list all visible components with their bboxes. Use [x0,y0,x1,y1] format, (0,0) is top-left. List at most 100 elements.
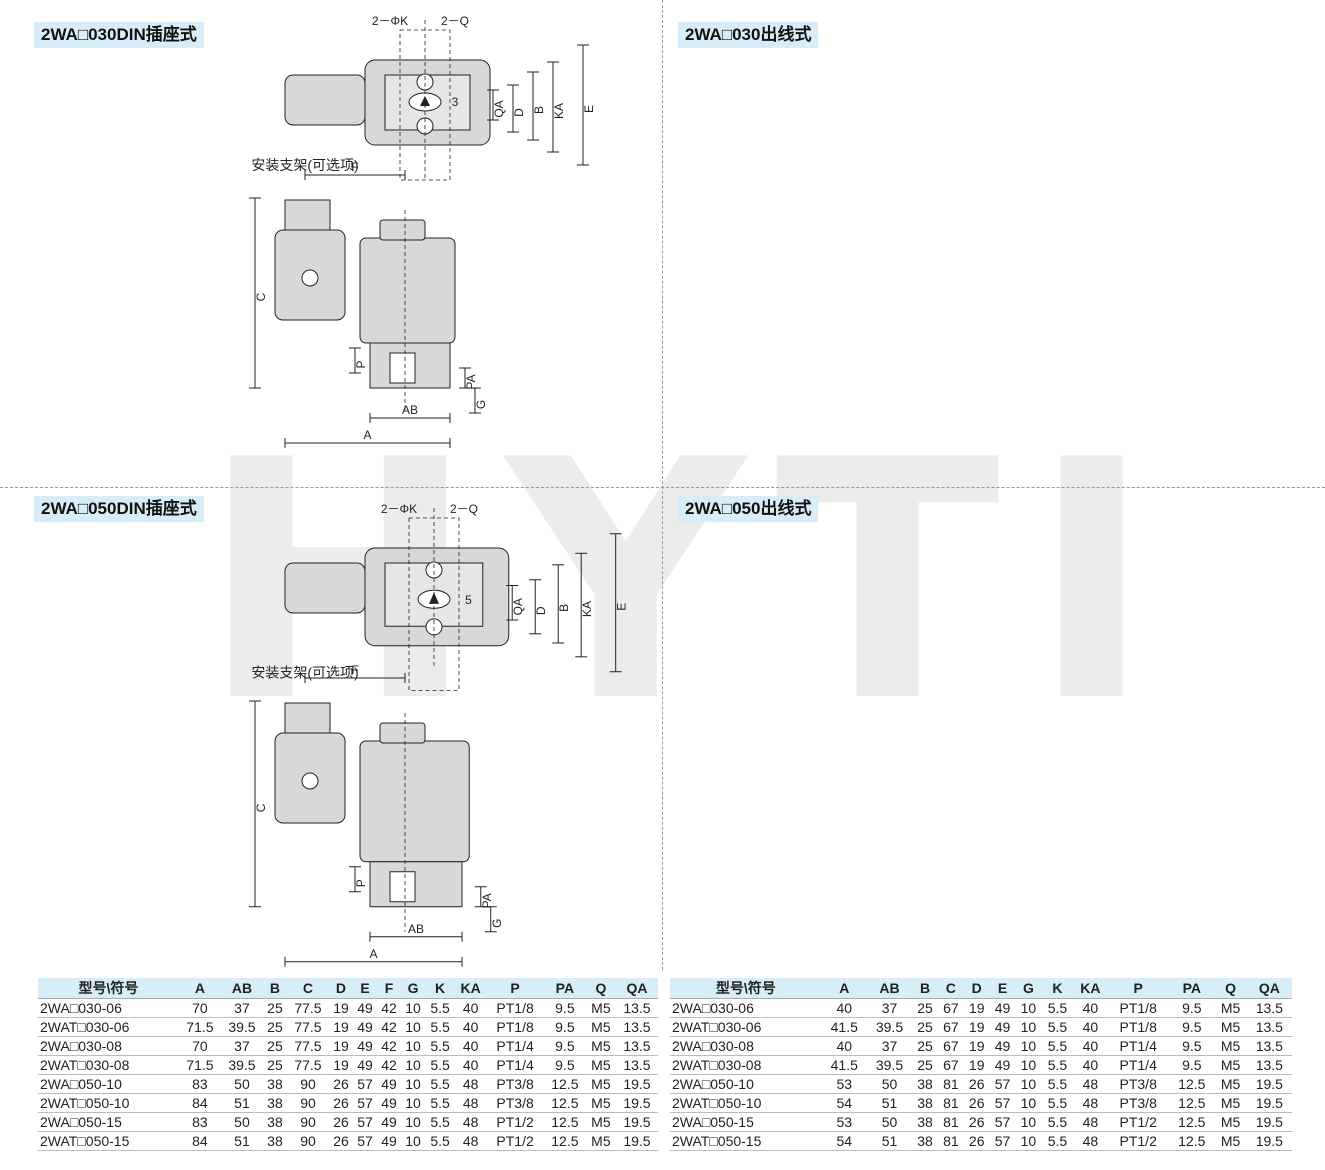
table-cell: 50 [220,1074,263,1094]
table-cell: 39.5 [220,1055,263,1075]
table-cell: 10 [1015,998,1042,1018]
column-header: P [1107,978,1170,999]
table-cell: 50 [220,1112,263,1132]
table-cell: 13.5 [615,1055,658,1075]
table-cell: 51 [866,1131,913,1151]
table-cell: 25 [262,1036,287,1056]
table-cell: 26 [963,1093,990,1113]
table-cell: 2WAT□030-08 [38,1055,179,1075]
table-cell: 40 [455,1055,487,1075]
table-cell: 5.5 [1041,1036,1074,1056]
table-cell: 26 [328,1093,353,1113]
table-cell: 19 [328,1036,353,1056]
table-cell: 25 [262,998,287,1018]
table-cell: 57 [989,1131,1016,1151]
table-cell: 10 [401,1017,426,1037]
table-cell: 12.5 [543,1112,586,1132]
table-cell: 2WAT□050-15 [38,1131,179,1151]
dim-label-k: 2－ΦK [372,14,408,28]
table-cell: 2WA□030-08 [38,1036,179,1056]
dim-label-q: 2－Q [450,502,478,516]
table-cell: 38 [912,1131,938,1151]
column-header: A [178,978,221,999]
table-cell: 19 [328,1017,353,1037]
table-cell: 26 [328,1131,353,1151]
dim-c: C [254,803,268,812]
column-header: QA [1246,978,1292,999]
table-cell: 49 [377,1112,402,1132]
table-cell: 81 [937,1131,964,1151]
drawing-panel-4: 2WA□050出线式52－ΦK2－QQADBKAE安装支架(可选项)CPPAGA… [663,488,1325,975]
table-cell: PT3/8 [486,1093,544,1113]
table-cell: 38 [912,1112,938,1132]
dim-ab: AB [408,922,424,936]
dim-label-q: 2－Q [441,14,469,28]
table-cell: 51 [220,1093,263,1113]
table-cell: 9.5 [1169,1036,1215,1056]
table-cell: 90 [286,1074,329,1094]
column-header: F [377,978,402,999]
table-cell: 25 [912,1055,938,1075]
table-cell: 49 [989,998,1016,1018]
table-cell: 40 [455,1017,487,1037]
table-cell: 53 [821,1112,867,1132]
table-cell: PT3/8 [486,1074,544,1094]
column-header: PA [543,978,586,999]
table-cell: 10 [1015,1093,1042,1113]
horizontal-divider [0,487,1325,488]
table-cell: 42 [377,998,402,1018]
column-header: 型号\符号 [38,978,179,999]
table-cell: 71.5 [178,1017,221,1037]
table-cell: 12.5 [543,1074,586,1094]
table-cell: 49 [353,1036,378,1056]
column-header: K [1041,978,1074,999]
table-cell: 40 [1073,1036,1108,1056]
table-cell: 57 [353,1112,378,1132]
table-cell: 81 [937,1074,964,1094]
table-cell: 5.5 [1041,1074,1074,1094]
table-cell: 70 [178,998,221,1018]
dim-f: F [351,663,358,677]
dim-KA: KA [552,103,566,119]
table-cell: 57 [989,1112,1016,1132]
table-cell: 2WA□030-06 [38,998,179,1018]
table-cell: 51 [866,1093,913,1113]
solenoid-coil [359,237,456,344]
table-cell: 5.5 [425,1131,456,1151]
table-cell: 71.5 [178,1055,221,1075]
column-header: Q [1214,978,1247,999]
table-cell: 48 [455,1074,487,1094]
table-cell: 40 [1073,998,1108,1018]
table-cell: M5 [1214,1074,1247,1094]
table-cell: M5 [585,1112,616,1132]
table-cell: 70 [178,1036,221,1056]
table-cell: 5.5 [425,998,456,1018]
table-cell: 5.5 [425,1055,456,1075]
column-header: D [963,978,990,999]
table-cell: PT1/2 [1107,1112,1170,1132]
table-cell: 5.5 [425,1093,456,1113]
table-cell: 67 [937,1055,964,1075]
table-cell: 57 [353,1131,378,1151]
table-cell: 26 [963,1112,990,1132]
table-cell: 9.5 [543,1055,586,1075]
dim-D: D [534,606,548,615]
table-cell: 12.5 [543,1131,586,1151]
table-cell: 2WAT□050-15 [670,1131,822,1151]
table-cell: 37 [866,1036,913,1056]
dim-B: B [532,106,546,114]
table-cell: 10 [1015,1017,1042,1037]
table-cell: 13.5 [1246,1055,1292,1075]
table-cell: 5.5 [1041,998,1074,1018]
column-header: K [425,978,456,999]
dim-a: A [369,947,377,961]
table-cell: 49 [377,1131,402,1151]
table-cell: 2WAT□030-08 [670,1055,822,1075]
table-cell: 57 [353,1074,378,1094]
table-cell: 49 [377,1093,402,1113]
